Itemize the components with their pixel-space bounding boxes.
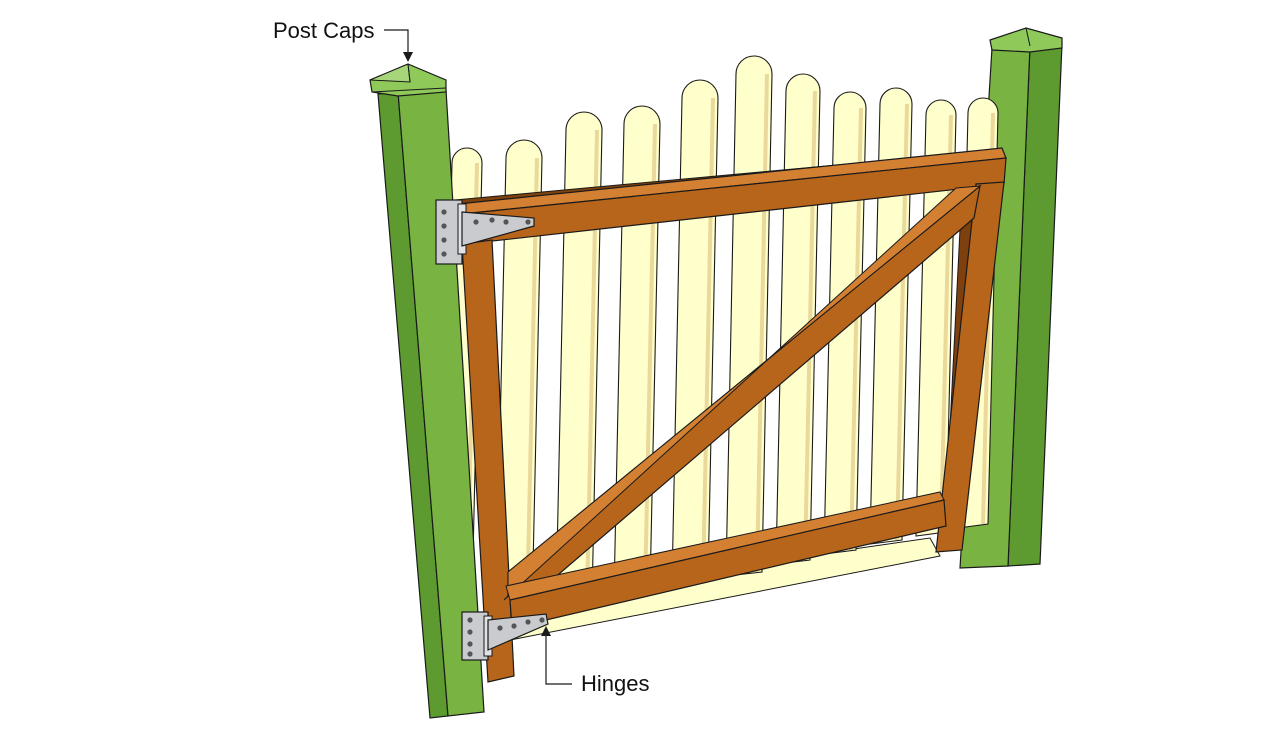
frame — [457, 147, 1007, 683]
top-hinge-strap — [461, 211, 535, 247]
frame-diagonal-brace-edge — [503, 185, 982, 601]
hinges-leader — [541, 626, 572, 685]
right-post — [959, 27, 1063, 569]
bottom-hinge-strap — [487, 613, 549, 651]
hinges-label: Hinges — [581, 671, 650, 696]
hinges-arrowhead — [541, 626, 551, 636]
top-hinge — [435, 199, 535, 265]
left-post — [369, 63, 485, 719]
frame-left-stile — [461, 239, 515, 683]
bottom-hinge — [461, 611, 549, 661]
frame-right-stile — [935, 181, 1005, 553]
picket-edge-6 — [755, 73, 769, 573]
right-post-cap — [989, 27, 1063, 53]
post-caps-arrowhead — [403, 52, 413, 62]
post-caps-leader — [384, 29, 413, 62]
post-caps-label: Post Caps — [273, 18, 375, 43]
